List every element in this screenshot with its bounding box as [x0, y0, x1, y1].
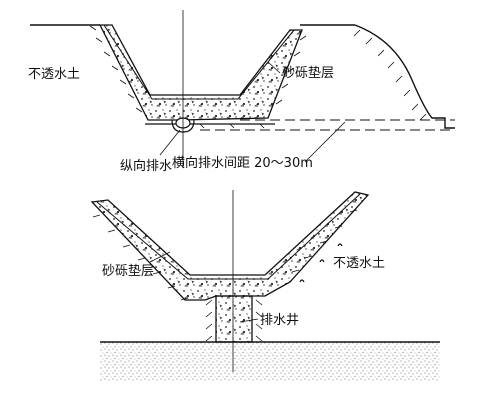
upper-figure: 不透水土 砂砾垫层 纵向排水 横向排水间距 20～30m [28, 10, 455, 174]
embankment-slope [354, 24, 455, 129]
slope-marks [299, 243, 343, 283]
label-gravel-cushion-upper: 砂砾垫层 [282, 65, 334, 81]
gravel-cushion-upper [98, 24, 303, 121]
embankment-hatch [353, 29, 427, 121]
drainage-well [215, 295, 253, 343]
label-gravel-cushion-lower: 砂砾垫层 [102, 263, 154, 279]
label-impermeable-soil-upper: 不透水土 [28, 67, 80, 82]
label-transverse-spacing: 横向排水间距 20～30m [172, 155, 313, 171]
trench-inner-surface-lower [96, 193, 361, 280]
leader-gravel-upper [267, 61, 281, 74]
trench-inner-surface [103, 24, 295, 100]
label-drainage-well: 排水井 [260, 313, 299, 328]
leader-well [239, 318, 259, 323]
soil-hatch-upper [89, 25, 307, 129]
leader-gravel-lower [149, 251, 171, 263]
soil-hatch-lower [92, 209, 358, 301]
label-longitudinal-drain: 纵向排水 [120, 158, 172, 174]
lower-figure: 砂砾垫层 不透水土 排水井 [90, 190, 440, 382]
well-wall-hatch [205, 299, 263, 342]
leader-longitudinal [159, 129, 181, 156]
ground-soil [100, 342, 440, 382]
label-impermeable-soil-lower: 不透水土 [333, 256, 385, 271]
leader-transverse [304, 121, 346, 163]
gravel-cushion-lower [90, 191, 370, 301]
